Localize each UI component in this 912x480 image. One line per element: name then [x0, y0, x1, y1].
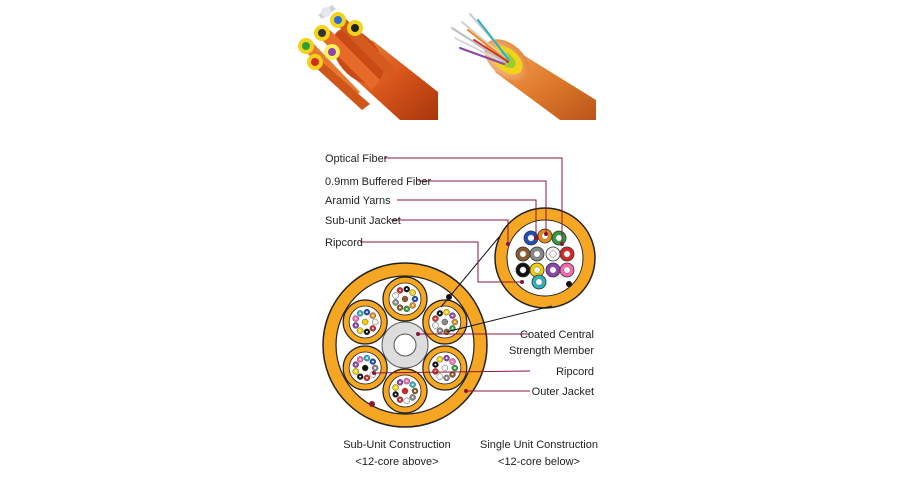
ripcord-dot-single [566, 281, 572, 287]
label-outer-jacket: Outer Jacket [532, 386, 594, 398]
label-coated-central-1: Coated Central [520, 329, 594, 341]
fiber [401, 387, 409, 395]
fiber [401, 295, 409, 303]
caption-subunit-title: Sub-Unit Construction [343, 439, 451, 451]
label-optical-fiber: Optical Fiber [325, 153, 388, 165]
subunit-cross-section [322, 262, 488, 428]
label-coated-central-2: Strength Member [509, 345, 594, 357]
label-ripcord-right: Ripcord [556, 366, 594, 378]
fiber [441, 318, 449, 326]
caption-single-title: Single Unit Construction [480, 439, 598, 451]
single-unit-cable-photo [440, 0, 596, 120]
ripcord-dot-bottom [369, 401, 375, 407]
label-subunit-jacket: Sub-unit Jacket [325, 215, 401, 227]
fiber [361, 364, 369, 372]
label-aramid-yarns: Aramid Yarns [325, 195, 391, 207]
label-buffered-fiber: 0.9mm Buffered Fiber [325, 176, 432, 188]
subunit-group [342, 276, 468, 414]
fiber [441, 364, 449, 372]
single-unit-fibers [515, 228, 575, 290]
fiber [361, 318, 369, 326]
caption-single-sub: <12-core below> [498, 456, 580, 468]
caption-subunit-sub: <12-core above> [355, 456, 438, 468]
subunit-cable-photo [295, 0, 438, 120]
leader-lines [360, 157, 563, 392]
single-unit-cross-section [494, 207, 596, 309]
label-ripcord-left: Ripcord [325, 237, 363, 249]
